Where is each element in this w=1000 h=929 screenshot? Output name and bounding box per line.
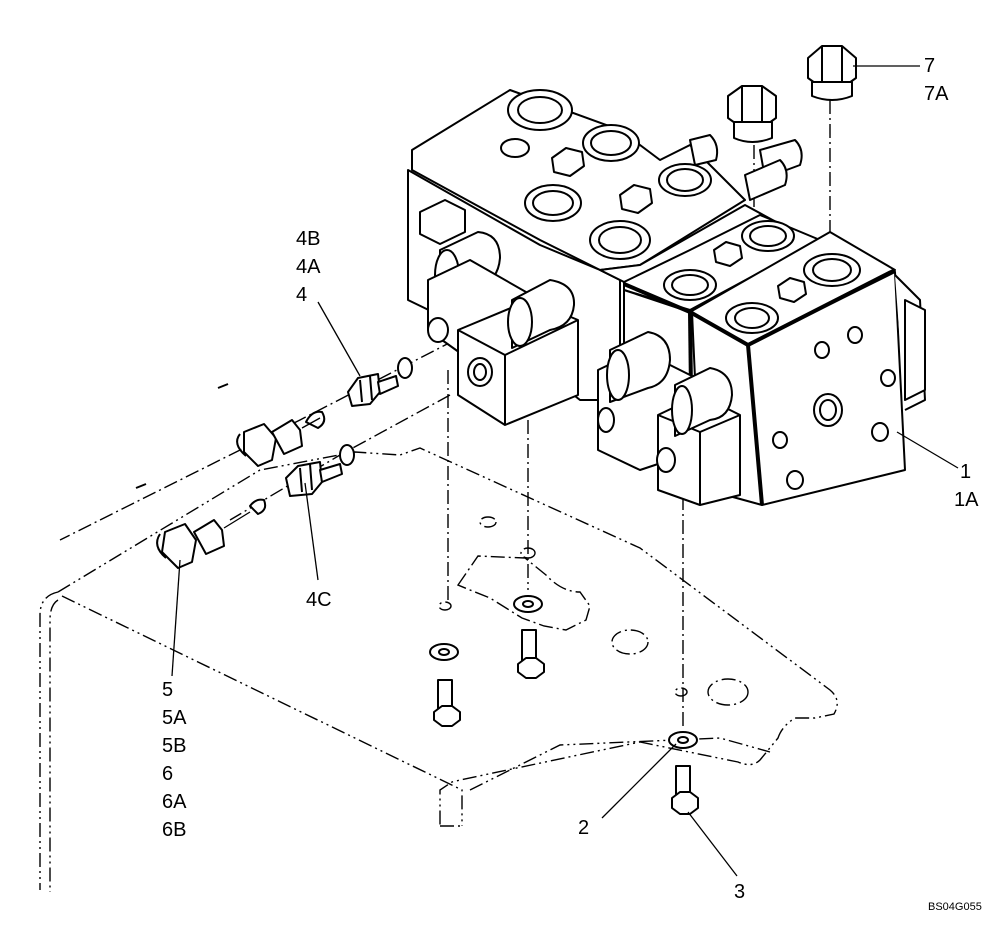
- washer-part-2: [668, 731, 698, 749]
- callout-6b: 6B: [162, 819, 186, 841]
- fitting-part-4c: [249, 444, 355, 515]
- callout-5a: 5A: [162, 707, 187, 729]
- bolt-part-3: [671, 765, 699, 815]
- washer-and-bolt-center: [513, 595, 545, 679]
- control-valve-assembly: [407, 89, 926, 506]
- fitting-part-4: [305, 357, 413, 429]
- callout-7a: 7A: [924, 83, 949, 105]
- mounting-plate: [39, 447, 838, 892]
- callout-4c: 4C: [306, 589, 332, 611]
- plug-second: [727, 85, 777, 143]
- callout-5b: 5B: [162, 735, 186, 757]
- leader-lines: [171, 65, 959, 877]
- callout-labels: 7 7A 4B 4A 4 1 1A 4C 5 5A 5B 6 6A 6B 2 3…: [162, 55, 982, 913]
- callout-4a: 4A: [296, 256, 321, 278]
- callout-4b: 4B: [296, 228, 320, 250]
- callout-3: 3: [734, 881, 745, 903]
- callout-5: 5: [162, 679, 173, 701]
- plug-part-7: [807, 45, 857, 101]
- callout-2: 2: [578, 817, 589, 839]
- callout-6: 6: [162, 763, 173, 785]
- washer-and-bolt-left: [429, 643, 461, 727]
- drawing-number: BS04G055: [928, 901, 982, 913]
- elbow-lower: [135, 483, 251, 569]
- callout-1: 1: [960, 461, 971, 483]
- callout-1a: 1A: [954, 489, 979, 511]
- callout-6a: 6A: [162, 791, 187, 813]
- callout-4: 4: [296, 284, 307, 306]
- callout-7: 7: [924, 55, 935, 77]
- elbow-upper: [217, 383, 321, 467]
